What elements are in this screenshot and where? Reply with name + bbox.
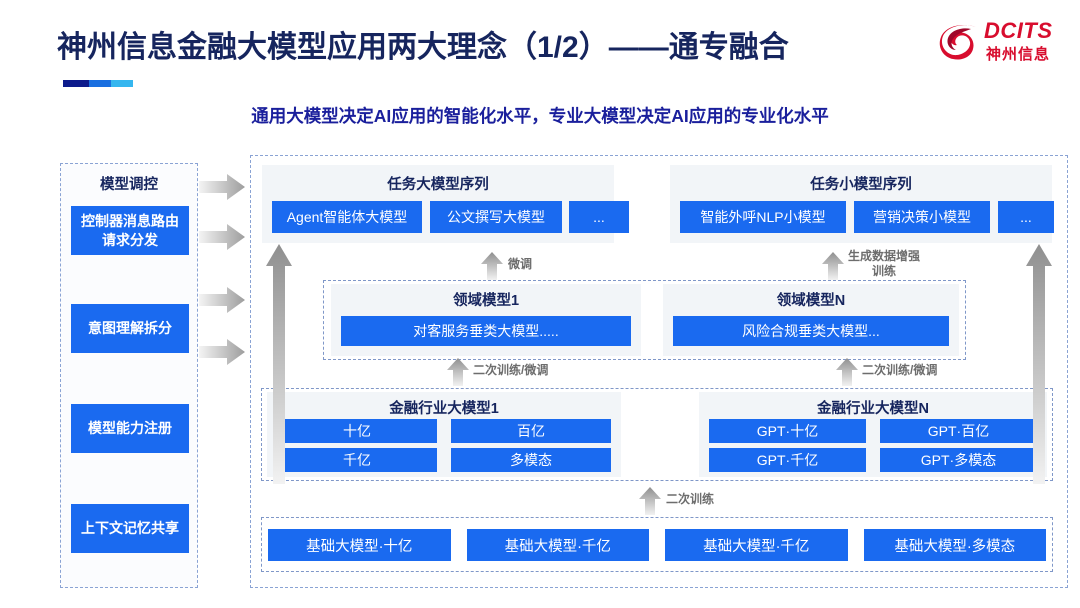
flow-arrow-up-data-augment <box>822 252 844 280</box>
chip-base-model-hundred-billion[interactable]: 基础大模型·千亿 <box>466 529 649 561</box>
flow-arrow-up-right-tall <box>1026 244 1052 484</box>
label-data-augmentation-line1: 生成数据增强 <box>848 249 921 263</box>
flow-arrow-right-4 <box>199 339 245 365</box>
flow-arrow-up-retrain-left <box>447 358 469 386</box>
chip-gpt-ten-billion[interactable]: GPT·百亿 <box>880 419 1037 443</box>
label-data-augmentation: 生成数据增强 训练 <box>848 249 920 279</box>
chip-risk-compliance-vertical-model[interactable]: 风险合规垂类大模型... <box>673 316 949 346</box>
domain-model-n-title: 领域模型N <box>776 293 846 309</box>
task-large-model-sequence-title: 任务大模型序列 <box>387 177 489 193</box>
task-small-model-sequence-title: 任务小模型序列 <box>810 177 912 193</box>
base-model-chips: 基础大模型·十亿 基础大模型·千亿 基础大模型·千亿 基础大模型·多模态 <box>268 529 1046 561</box>
accent-segment-3 <box>111 80 133 87</box>
accent-segment-2 <box>89 80 111 87</box>
chip-outbound-nlp-small-model[interactable]: 智能外呼NLP小模型 <box>680 201 846 233</box>
control-item-intent-understanding[interactable]: 意图理解拆分 <box>71 304 189 353</box>
flow-arrow-up-retrain-base <box>639 487 661 515</box>
accent-bar <box>63 80 133 87</box>
chip-gpt-multimodal[interactable]: GPT·多模态 <box>880 448 1037 472</box>
chip-gpt-hundred-billion[interactable]: GPT·千亿 <box>709 448 866 472</box>
label-retrain-finetune-left: 二次训练/微调 <box>473 363 549 377</box>
industry-model-1-cell: 金融行业大模型1 十亿 百亿 千亿 多模态 <box>267 392 621 477</box>
page-title: 神州信息金融大模型应用两大理念（1/2）——通专融合 <box>57 31 789 64</box>
chip-billion[interactable]: 十亿 <box>277 419 437 443</box>
chip-more-small-models[interactable]: ... <box>998 201 1054 233</box>
flow-arrow-right-1 <box>199 174 245 200</box>
chip-agent-large-model[interactable]: Agent智能体大模型 <box>272 201 422 233</box>
industry-model-1-chips: 十亿 百亿 千亿 多模态 <box>277 419 611 472</box>
label-data-augmentation-line2: 训练 <box>872 264 897 278</box>
logo-text-cn: 神州信息 <box>986 46 1051 63</box>
industry-model-1-title: 金融行业大模型1 <box>389 401 499 417</box>
industry-model-n-cell: 金融行业大模型N GPT·十亿 GPT·百亿 GPT·千亿 GPT·多模态 <box>699 392 1047 477</box>
industry-model-n-chips: GPT·十亿 GPT·百亿 GPT·千亿 GPT·多模态 <box>709 419 1037 472</box>
label-fine-tune: 微调 <box>508 257 533 271</box>
flow-arrow-right-2 <box>199 224 245 250</box>
control-item-message-routing[interactable]: 控制器消息路由请求分发 <box>71 206 189 255</box>
task-small-model-sequence-panel: 任务小模型序列 智能外呼NLP小模型 营销决策小模型 ... <box>670 165 1054 243</box>
chip-ten-billion[interactable]: 百亿 <box>451 419 611 443</box>
chip-base-model-trillion[interactable]: 基础大模型·千亿 <box>665 529 848 561</box>
chip-document-writing-large-model[interactable]: 公文撰写大模型 <box>430 201 562 233</box>
domain-model-1-title: 领域模型1 <box>452 293 520 309</box>
company-logo: DCITS 神州信息 <box>938 18 1066 68</box>
domain-model-1-cell: 领域模型1 对客服务垂类大模型..... <box>331 284 641 356</box>
control-panel: 模型调控 控制器消息路由请求分发 意图理解拆分 模型能力注册 上下文记忆共享 <box>60 163 198 588</box>
industry-model-n-title: 金融行业大模型N <box>817 401 929 417</box>
chip-hundred-billion[interactable]: 千亿 <box>277 448 437 472</box>
control-panel-title: 模型调控 <box>100 177 158 193</box>
chip-base-model-billion[interactable]: 基础大模型·十亿 <box>268 529 451 561</box>
label-retrain: 二次训练 <box>666 492 715 506</box>
task-large-model-sequence-panel: 任务大模型序列 Agent智能体大模型 公文撰写大模型 ... <box>262 165 629 243</box>
accent-segment-1 <box>63 80 89 87</box>
chip-more-large-models[interactable]: ... <box>569 201 629 233</box>
subtitle: 通用大模型决定AI应用的智能化水平，专业大模型决定AI应用的专业化水平 <box>251 106 829 126</box>
chip-base-model-multimodal[interactable]: 基础大模型·多模态 <box>863 529 1046 561</box>
control-item-context-memory[interactable]: 上下文记忆共享 <box>71 504 189 553</box>
control-item-capability-registry[interactable]: 模型能力注册 <box>71 404 189 453</box>
chip-multimodal[interactable]: 多模态 <box>451 448 611 472</box>
label-retrain-finetune-right: 二次训练/微调 <box>862 363 938 377</box>
logo-text-en: DCITS <box>984 18 1053 43</box>
chip-marketing-decision-small-model[interactable]: 营销决策小模型 <box>854 201 990 233</box>
dcits-logo-icon <box>939 25 976 60</box>
domain-model-n-cell: 领域模型N 风险合规垂类大模型... <box>663 284 959 356</box>
flow-arrow-right-3 <box>199 287 245 313</box>
flow-arrow-up-retrain-right <box>836 358 858 386</box>
flow-arrow-up-left-tall <box>266 244 292 484</box>
flow-arrow-up-finetune <box>481 252 503 280</box>
chip-customer-service-vertical-model[interactable]: 对客服务垂类大模型..... <box>341 316 631 346</box>
chip-gpt-billion[interactable]: GPT·十亿 <box>709 419 866 443</box>
